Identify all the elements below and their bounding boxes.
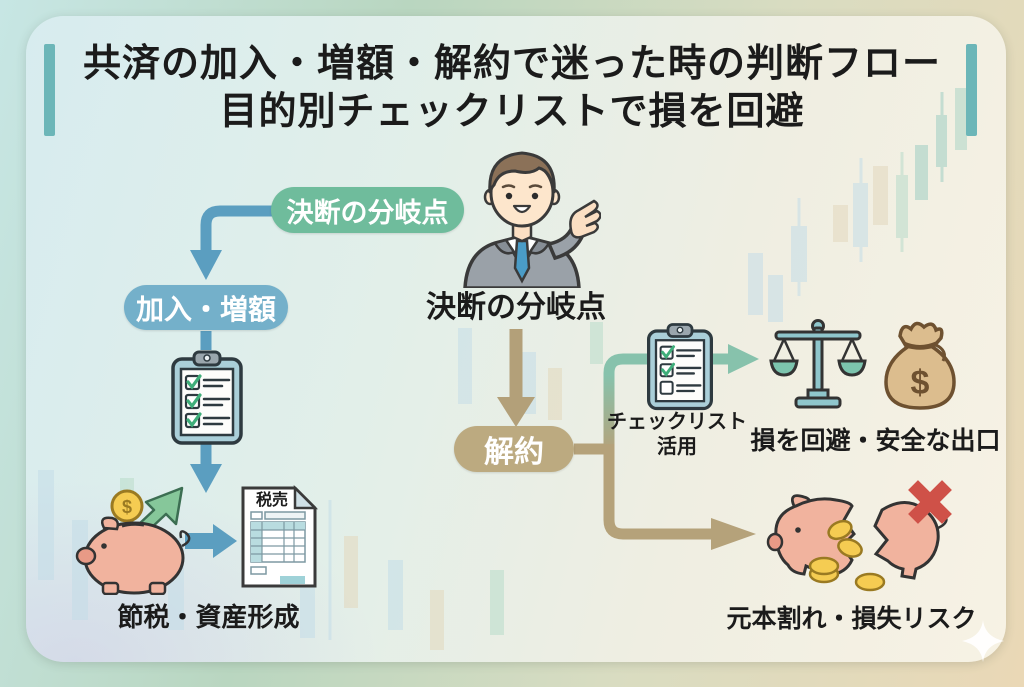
broken-piggy-bank-icon	[766, 494, 948, 580]
checklist-note: チェックリスト 活用	[602, 410, 752, 460]
safe-outcome-label: 損を回避・安全な出口	[750, 427, 1001, 455]
loss-outcome-label: 元本割れ・損失リスク	[726, 605, 977, 633]
title-accent-bar-left	[44, 44, 55, 136]
checklist-note-line-1: チェックリスト	[607, 411, 747, 433]
join-outcome-label: 節税・資産形成	[117, 602, 300, 632]
join-checklist-icon	[171, 350, 243, 445]
advisor-illustration	[463, 151, 601, 288]
tax-document-icon: 税売	[241, 484, 319, 588]
advisor-caption: 決断の分岐点	[426, 291, 606, 324]
checklist-note-line-2: 活用	[657, 436, 697, 458]
balance-scale-icon	[769, 319, 867, 409]
svg-text:$: $	[911, 364, 930, 402]
sparkle-icon	[962, 620, 1004, 662]
savings-piggy-illustration: $	[75, 486, 191, 595]
dollar-coin-icon: $	[110, 489, 144, 523]
title-line-1: 共済の加入・増額・解約で迷った時の判断フロー	[82, 43, 941, 85]
cancel-pill: 解約	[454, 426, 574, 472]
title-line-2: 目的別チェックリストで損を回避	[219, 91, 805, 133]
title-accent-bar-right	[966, 44, 977, 136]
money-bag-icon: $	[884, 321, 956, 410]
decision-branch-pill: 決断の分岐点	[271, 187, 464, 233]
piggy-bank-icon	[75, 516, 191, 595]
join-increase-pill: 加入・増額	[124, 285, 288, 330]
document-title-label: 税売	[256, 490, 288, 509]
spilled-coins-icon	[808, 519, 886, 592]
broken-piggy-illustration	[766, 480, 952, 592]
cancel-checklist-icon	[647, 323, 713, 411]
page-title: 共済の加入・増額・解約で迷った時の判断フロー 目的別チェックリストで損を回避	[60, 40, 964, 136]
svg-text:$: $	[122, 497, 132, 517]
cross-mark-icon	[908, 480, 952, 524]
